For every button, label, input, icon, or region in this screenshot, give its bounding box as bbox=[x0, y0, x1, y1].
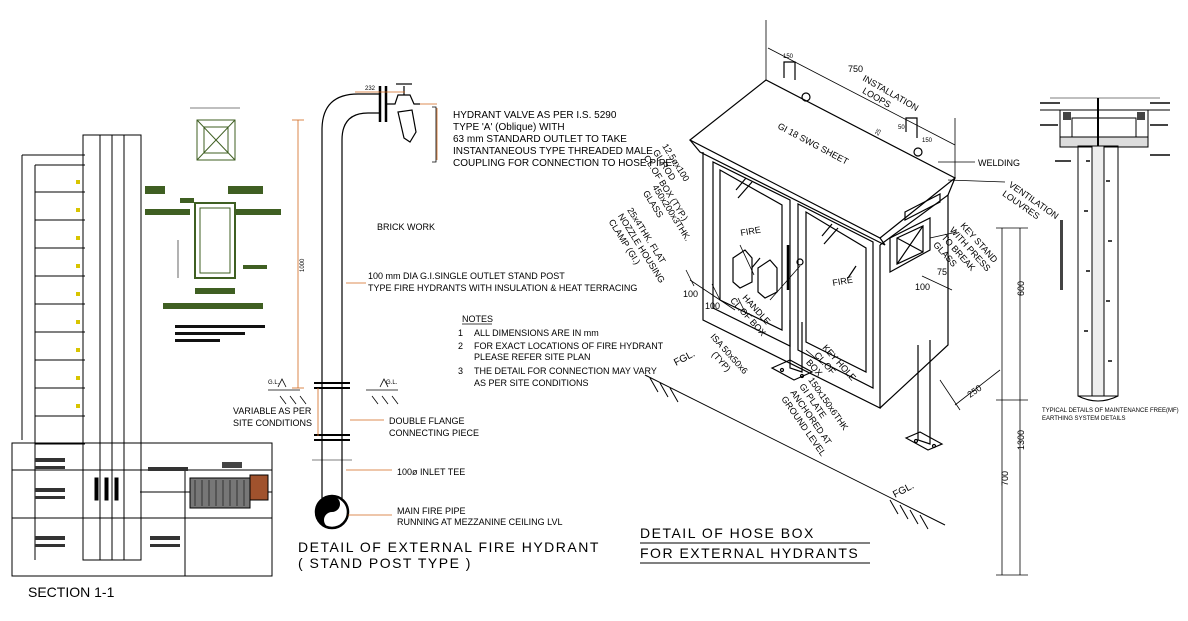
inlet-tee-label: 100ø INLET TEE bbox=[397, 467, 465, 477]
hose-box-ground bbox=[644, 374, 946, 530]
earthing-caption: TYPICAL DETAILS OF MAINTENANCE FREE(MF) … bbox=[1042, 408, 1180, 422]
note-2-text-cont: PLEASE REFER SITE PLAN bbox=[474, 352, 591, 362]
fgl-right: FGL. bbox=[891, 480, 916, 500]
hydrant-title: DETAIL OF EXTERNAL FIRE HYDRANT ( STAND … bbox=[298, 539, 605, 571]
dim-150-a: 150 bbox=[783, 54, 794, 60]
valve-note: HYDRANT VALVE AS PER I.S. 5290 TYPE 'A' … bbox=[453, 110, 675, 169]
dim-100-c: 100 bbox=[915, 282, 930, 292]
note-3-text: THE DETAIL FOR CONNECTION MAY VARY bbox=[474, 366, 657, 376]
plate-label: 150x150x6THK GI PLATE ANCHORED AT GROUND… bbox=[779, 375, 855, 457]
note-1-text: ALL DIMENSIONS ARE IN mm bbox=[474, 328, 599, 338]
fgl-left: FGL. bbox=[672, 348, 697, 368]
dim-1000: 1000 bbox=[300, 258, 306, 272]
note-3-text-cont: AS PER SITE CONDITIONS bbox=[474, 378, 589, 388]
chamber-detail bbox=[145, 107, 281, 342]
standpost-note: 100 mm DIA G.I.SINGLE OUTLET STAND POST … bbox=[368, 271, 637, 293]
earthing-detail-drawing bbox=[1040, 97, 1170, 402]
dim-75: 75 bbox=[937, 267, 947, 277]
dim-700: 700 bbox=[1000, 471, 1010, 486]
notes-heading: NOTES bbox=[462, 314, 493, 324]
dim-600: 600 bbox=[1016, 281, 1026, 296]
note-2-num: 2 bbox=[458, 341, 463, 351]
dim-100-b: 100 bbox=[705, 301, 720, 311]
ground-level-marks bbox=[268, 378, 399, 405]
section-title: SECTION 1-1 bbox=[28, 584, 115, 600]
main-pipe-note: MAIN FIRE PIPE RUNNING AT MEZZANINE CEIL… bbox=[397, 506, 563, 527]
hose-box-title: DETAIL OF HOSE BOX FOR EXTERNAL HYDRANTS bbox=[640, 525, 859, 561]
note-3-num: 3 bbox=[458, 366, 463, 376]
section-1-1-drawing bbox=[11, 134, 273, 577]
fire-label-left: FIRE bbox=[740, 225, 762, 238]
fire-label-right: FIRE bbox=[832, 275, 854, 288]
valve-bracket bbox=[432, 106, 437, 163]
hose-box-leaders bbox=[739, 161, 1006, 363]
sheet-label: GI 18 SWG SHEET bbox=[776, 121, 850, 167]
hydrant-leaders bbox=[346, 103, 438, 516]
dim-1300: 1300 bbox=[1016, 430, 1026, 450]
welding-label: WELDING bbox=[978, 158, 1020, 168]
gl-right: G.L. bbox=[386, 380, 398, 386]
ventilation-label: VENTILATION LOUVRES bbox=[1001, 179, 1063, 231]
note-1-num: 1 bbox=[458, 328, 463, 338]
flange-note: DOUBLE FLANGE CONNECTING PIECE bbox=[389, 416, 479, 438]
hose-box-dimensions bbox=[685, 20, 1028, 576]
dim-232: 232 bbox=[365, 86, 376, 92]
notes-block: NOTES 1 ALL DIMENSIONS ARE IN mm 2 FOR E… bbox=[458, 314, 664, 388]
key-stand-label: KEY STAND WITH PRESS TO BREAK GLASS bbox=[931, 218, 1002, 290]
note-2-text: FOR EXACT LOCATIONS OF FIRE HYDRANT bbox=[474, 341, 664, 351]
hydrant-dimensions bbox=[292, 91, 405, 436]
gl-left: G.L. bbox=[268, 380, 280, 386]
stand-post-hydrant-drawing bbox=[312, 83, 420, 530]
dim-150-b: 150 bbox=[922, 138, 933, 144]
dim-25: 25 bbox=[875, 128, 884, 137]
clamp-label: 25x4THK. FLAT NOZZLE HOUSING CLAMP (GI.) bbox=[607, 206, 678, 293]
brick-work-label: BRICK WORK bbox=[377, 222, 435, 232]
variable-note: VARIABLE AS PER SITE CONDITIONS bbox=[233, 406, 314, 428]
dim-750: 750 bbox=[848, 64, 863, 74]
dim-50: 50 bbox=[898, 125, 905, 131]
dim-100-a: 100 bbox=[683, 289, 698, 299]
